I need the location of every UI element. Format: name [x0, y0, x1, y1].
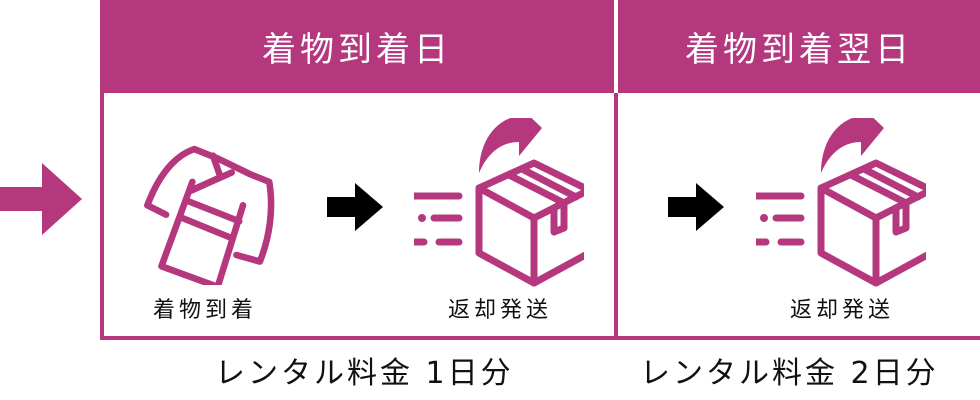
step-label-kimono-arrival: 着物到着 — [152, 298, 257, 323]
column-header-arrival-day: 着物到着日 — [100, 0, 614, 93]
shipping-box-icon — [414, 118, 584, 288]
shipping-box-icon — [756, 118, 926, 288]
next-day-panel — [614, 93, 980, 340]
step-label-return-shipping: 返却発送 — [447, 298, 552, 323]
arrival-day-panel — [100, 93, 618, 340]
arrow-right-icon — [327, 183, 383, 231]
kimono-icon — [138, 135, 288, 285]
rental-fee-2-days: レンタル料金 2日分 — [640, 356, 939, 391]
column-header-next-day: 着物到着翌日 — [618, 0, 980, 93]
flow-arrow-icon — [0, 163, 82, 235]
step-label-return-shipping-next-day: 返却発送 — [789, 298, 894, 323]
arrow-right-icon — [668, 183, 724, 231]
rental-fee-1-day: レンタル料金 1日分 — [215, 356, 514, 391]
